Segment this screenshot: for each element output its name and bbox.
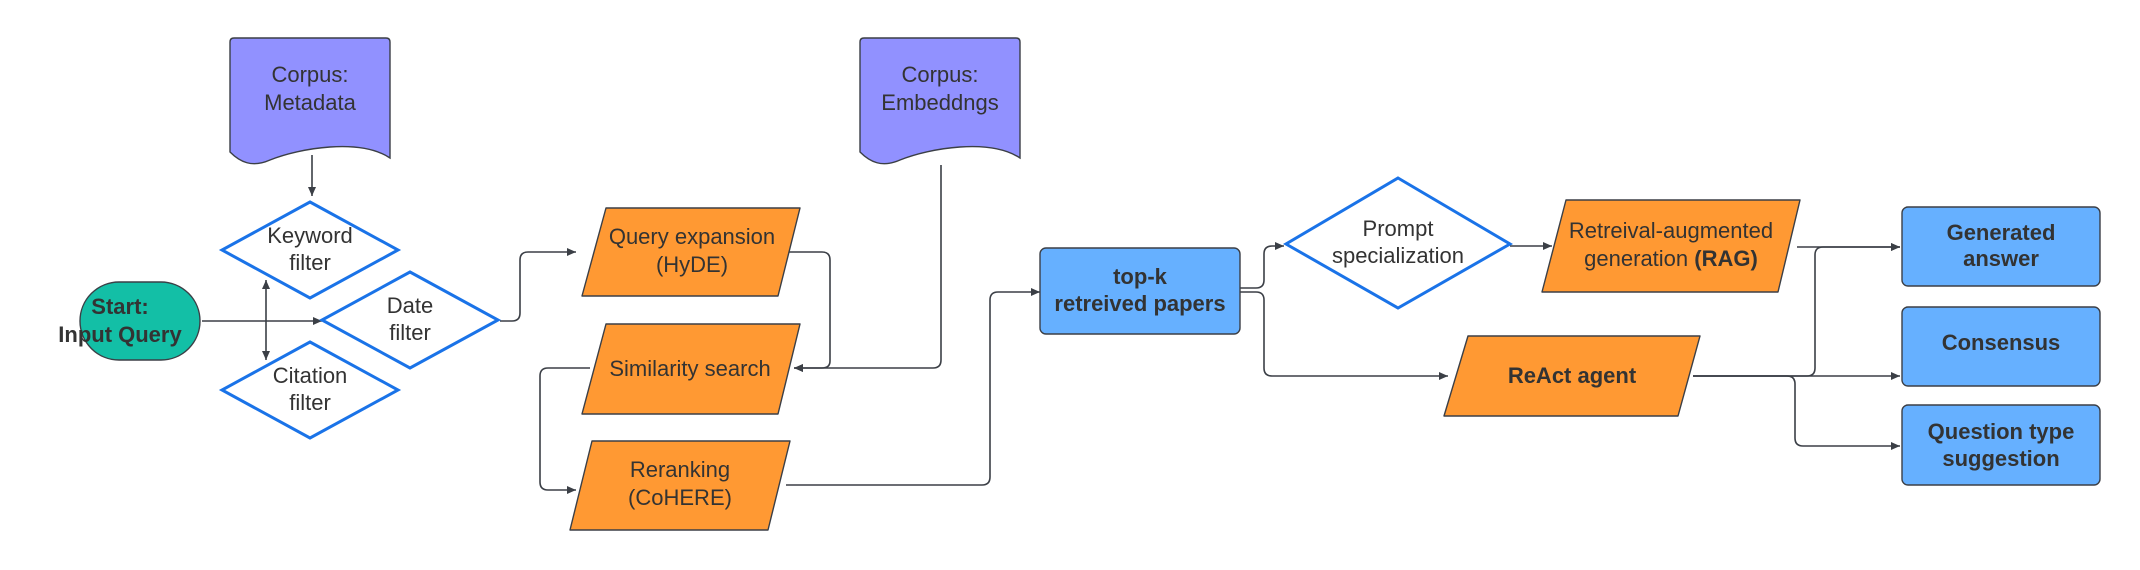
reranking-line1: Reranking — [630, 457, 730, 482]
edge-reranking-to-topk — [786, 288, 1040, 486]
edges — [202, 155, 1900, 494]
prompt-specialization-line1: Prompt — [1363, 216, 1434, 241]
react-agent-node: ReAct agent — [1443, 335, 1701, 417]
question-type-node: Question type suggestion — [1901, 404, 2101, 486]
generated-answer-line2: answer — [1963, 246, 2039, 271]
start-line2: Input Query — [58, 322, 182, 347]
edge-date-to-expansion — [500, 248, 576, 322]
corpus-metadata-line2: Metadata — [264, 90, 356, 115]
consensus-node: Consensus — [1901, 306, 2101, 387]
edge-embeddings-to-similarity — [794, 165, 942, 372]
keyword-filter-node: Keyword filter — [218, 200, 402, 300]
topk-line2: retreived papers — [1054, 291, 1225, 316]
topk-node: top-k retreived papers — [1039, 247, 1241, 335]
date-filter-line2: filter — [389, 320, 431, 345]
document-shape — [229, 37, 391, 165]
citation-filter-node: Citation filter — [218, 340, 402, 440]
corpus-metadata-node: Corpus: Metadata — [229, 37, 391, 165]
similarity-search-label: Similarity search — [609, 356, 770, 381]
consensus-label: Consensus — [1942, 330, 2061, 355]
rag-node: Retreival-augmented generation (RAG) — [1541, 199, 1801, 293]
react-agent-label: ReAct agent — [1508, 363, 1637, 388]
document-shape — [859, 37, 1021, 165]
edge-similarity-to-reranking — [539, 367, 590, 494]
edge-expansion-to-similarity — [789, 251, 831, 372]
corpus-embeddings-node: Corpus: Embeddngs — [859, 37, 1021, 165]
rag-line2-text: generation — [1584, 246, 1694, 271]
start-line1: Start: — [91, 294, 148, 319]
similarity-search-node: Similarity search — [581, 323, 801, 415]
reranking-node: Reranking (CoHERE) — [569, 440, 791, 531]
query-expansion-line1: Query expansion — [609, 224, 775, 249]
query-expansion-node: Query expansion (HyDE) — [581, 207, 801, 297]
question-type-line1: Question type — [1928, 419, 2075, 444]
citation-filter-line1: Citation — [273, 363, 348, 388]
date-filter-node: Date filter — [318, 270, 502, 370]
rag-line1: Retreival-augmented — [1569, 218, 1773, 243]
citation-filter-line2: filter — [289, 390, 331, 415]
rag-line2-acronym: (RAG) — [1694, 246, 1758, 271]
prompt-specialization-line2: specialization — [1332, 243, 1464, 268]
edge-topk-to-react — [1240, 291, 1448, 380]
generated-answer-line1: Generated — [1947, 220, 2056, 245]
keyword-filter-line2: filter — [289, 250, 331, 275]
start-node: Start: Input Query — [58, 281, 201, 361]
prompt-specialization-node: Prompt specialization — [1283, 176, 1513, 310]
date-filter-line1: Date — [387, 293, 433, 318]
corpus-embeddings-line1: Corpus: — [901, 62, 978, 87]
corpus-embeddings-line2: Embeddngs — [881, 90, 998, 115]
query-expansion-line2: (HyDE) — [656, 252, 728, 277]
topk-line1: top-k — [1113, 264, 1168, 289]
keyword-filter-line1: Keyword — [267, 223, 353, 248]
edge-topk-to-prompt — [1240, 242, 1284, 289]
edge-react-to-question-type — [1693, 375, 1900, 450]
question-type-line2: suggestion — [1942, 446, 2059, 471]
rag-line2: generation (RAG) — [1584, 246, 1758, 271]
corpus-metadata-line1: Corpus: — [271, 62, 348, 87]
reranking-line2: (CoHERE) — [628, 485, 732, 510]
generated-answer-node: Generated answer — [1901, 206, 2101, 287]
